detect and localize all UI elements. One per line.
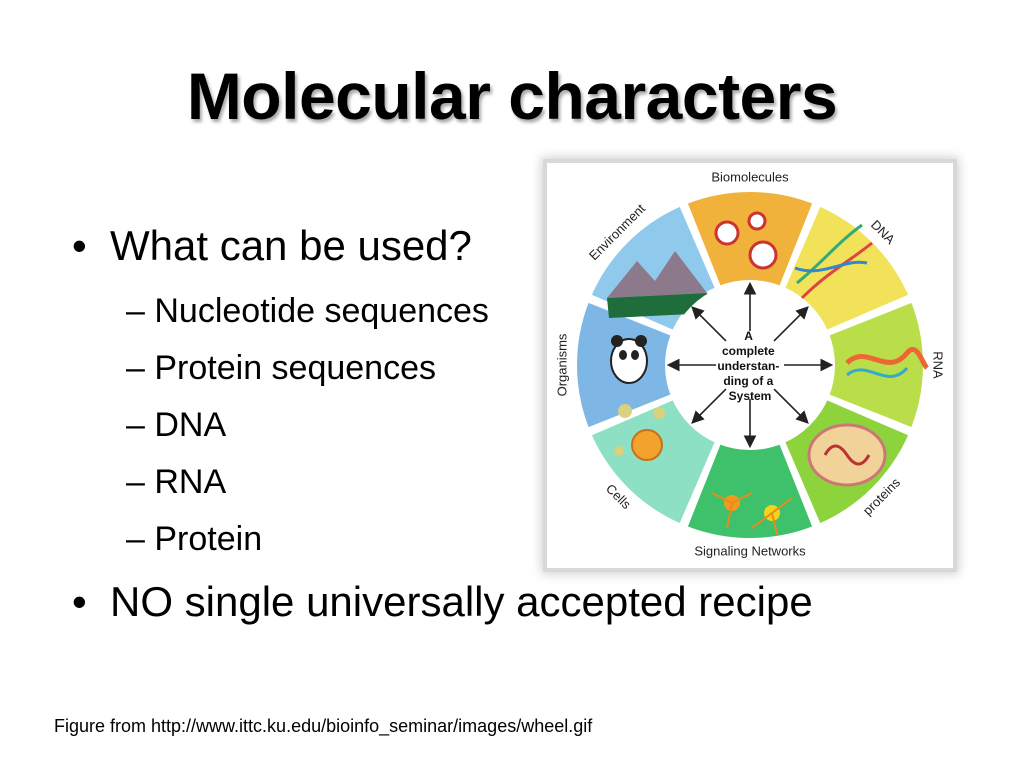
cell-icon <box>631 429 663 461</box>
center-line: System <box>729 389 772 403</box>
cell-icon <box>653 407 665 419</box>
panda-ear-icon <box>611 335 623 347</box>
sub-bullet-item: – DNA <box>126 406 226 445</box>
cell-icon <box>618 404 632 418</box>
sub-bullet-text: Protein sequences <box>154 349 437 387</box>
mountain-icon <box>607 251 707 298</box>
panda-icon <box>610 338 648 384</box>
rna-strand-icon <box>845 347 930 370</box>
slide-title: Molecular characters <box>186 59 838 133</box>
panda-ear-icon <box>635 335 647 347</box>
dash-glyph: – <box>126 292 145 330</box>
figure-caption: Figure from http://www.ittc.ku.edu/bioin… <box>54 716 593 736</box>
dash-glyph: – <box>126 406 145 444</box>
wheel-segment-label: Signaling Networks <box>694 543 806 558</box>
wheel-segment-label: Organisms <box>554 333 569 396</box>
sub-bullet-item: – Protein sequences <box>126 349 436 388</box>
bullet-glyph: • <box>72 222 87 269</box>
dna-helix-icon <box>794 260 868 273</box>
bullet-text: NO single universally accepted recipe <box>110 578 813 625</box>
cell-icon <box>614 446 624 456</box>
protein-chain-icon <box>823 444 871 466</box>
dna-helix-icon <box>800 241 873 300</box>
dna-helix-icon <box>796 223 863 285</box>
wheel-arrow <box>773 306 809 342</box>
molecule-icon <box>747 211 767 231</box>
wheel-center-text: A complete understan- ding of a System <box>717 329 782 403</box>
wheel-arrows <box>666 281 834 449</box>
dash-glyph: – <box>126 349 145 387</box>
panda-eye-icon <box>619 350 627 360</box>
rna-strand-icon <box>846 366 909 378</box>
center-line: A <box>744 329 753 343</box>
wheel-arrow <box>691 388 727 424</box>
sub-bullet-item: – Nucleotide sequences <box>126 292 489 331</box>
molecule-icon <box>748 240 778 270</box>
center-line: understan- <box>717 359 779 373</box>
molecule-icon <box>714 220 740 246</box>
forest-icon <box>607 293 712 318</box>
sub-bullet-text: RNA <box>154 463 227 501</box>
sub-bullet-text: Protein <box>154 520 263 558</box>
sub-bullet-text: DNA <box>154 406 227 444</box>
wheel-arrow <box>773 388 809 424</box>
dash-glyph: – <box>126 463 145 501</box>
center-line: complete <box>722 344 775 358</box>
wheel-illustrations <box>607 211 930 536</box>
center-line: ding of a <box>723 374 773 388</box>
wheel-arrow <box>691 306 727 342</box>
sub-bullet-item: – RNA <box>126 463 226 502</box>
sub-bullet-item: – Protein <box>126 520 262 559</box>
wheel-segment-label: Biomolecules <box>711 169 789 184</box>
dash-glyph: – <box>126 520 145 558</box>
bullet-glyph: • <box>72 578 87 625</box>
sub-bullet-text: Nucleotide sequences <box>154 292 489 330</box>
neuron-dendrite-icon <box>711 492 793 536</box>
wheel-segment-label: RNA <box>931 351 946 379</box>
panda-eye-icon <box>631 350 639 360</box>
bullet-text: What can be used? <box>110 222 472 269</box>
